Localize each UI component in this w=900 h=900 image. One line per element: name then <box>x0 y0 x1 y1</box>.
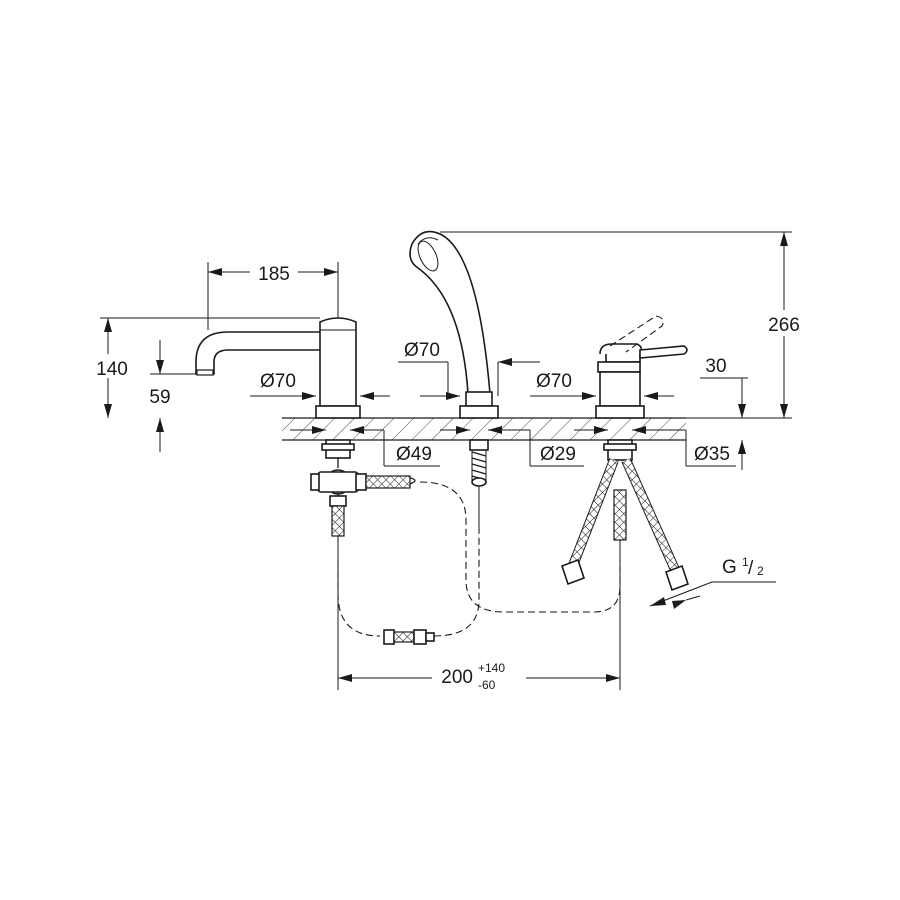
hand-shower <box>409 230 499 530</box>
label-thread-slash: / <box>748 558 754 579</box>
label-thread-num: 1 <box>742 555 749 569</box>
label-tol-minus: -60 <box>478 678 496 692</box>
dim-mixer-hole-diameter: Ø35 <box>574 426 736 467</box>
label-266: 266 <box>768 315 800 336</box>
shower-hose-route <box>337 481 621 645</box>
label-49: Ø49 <box>396 444 432 465</box>
label-200: 200 <box>441 667 473 688</box>
label-thread-den: 2 <box>757 564 764 578</box>
dim-shower-hole-diameter: Ø29 <box>440 426 584 467</box>
label-spout-d70: Ø70 <box>260 371 296 392</box>
label-185: 185 <box>258 264 290 285</box>
label-35: Ø35 <box>694 444 730 465</box>
dim-spout-base-diameter: Ø70 <box>250 371 390 400</box>
spring-hose-guide <box>471 450 487 487</box>
dim-shower-base-diameter: Ø70 <box>398 340 540 400</box>
label-shower-d70: Ø70 <box>404 340 440 361</box>
hose-connector <box>383 629 435 645</box>
label-tol-plus: +140 <box>478 661 505 675</box>
dim-mixer-base-diameter: Ø70 <box>530 371 674 400</box>
label-29: Ø29 <box>540 444 576 465</box>
mixer-valve <box>560 315 690 690</box>
dim-spout-outlet-height: 59 <box>149 340 196 452</box>
label-140: 140 <box>96 359 128 380</box>
dim-spout-reach: 185 <box>207 260 339 330</box>
dim-spout-height: 140 <box>90 317 320 418</box>
dim-deck-thickness: 30 <box>700 356 748 470</box>
deck-section <box>282 417 686 441</box>
dim-total-height: 266 <box>440 231 806 419</box>
dim-thread: G 1 / 2 <box>649 555 776 609</box>
label-thread-g: G <box>722 557 737 578</box>
label-mixer-d70: Ø70 <box>536 371 572 392</box>
label-59: 59 <box>149 387 170 408</box>
dim-spacing: 200 +140 -60 <box>338 660 620 694</box>
spout <box>195 317 416 690</box>
dim-spout-hole-diameter: Ø49 <box>290 426 440 467</box>
label-30: 30 <box>705 356 726 377</box>
